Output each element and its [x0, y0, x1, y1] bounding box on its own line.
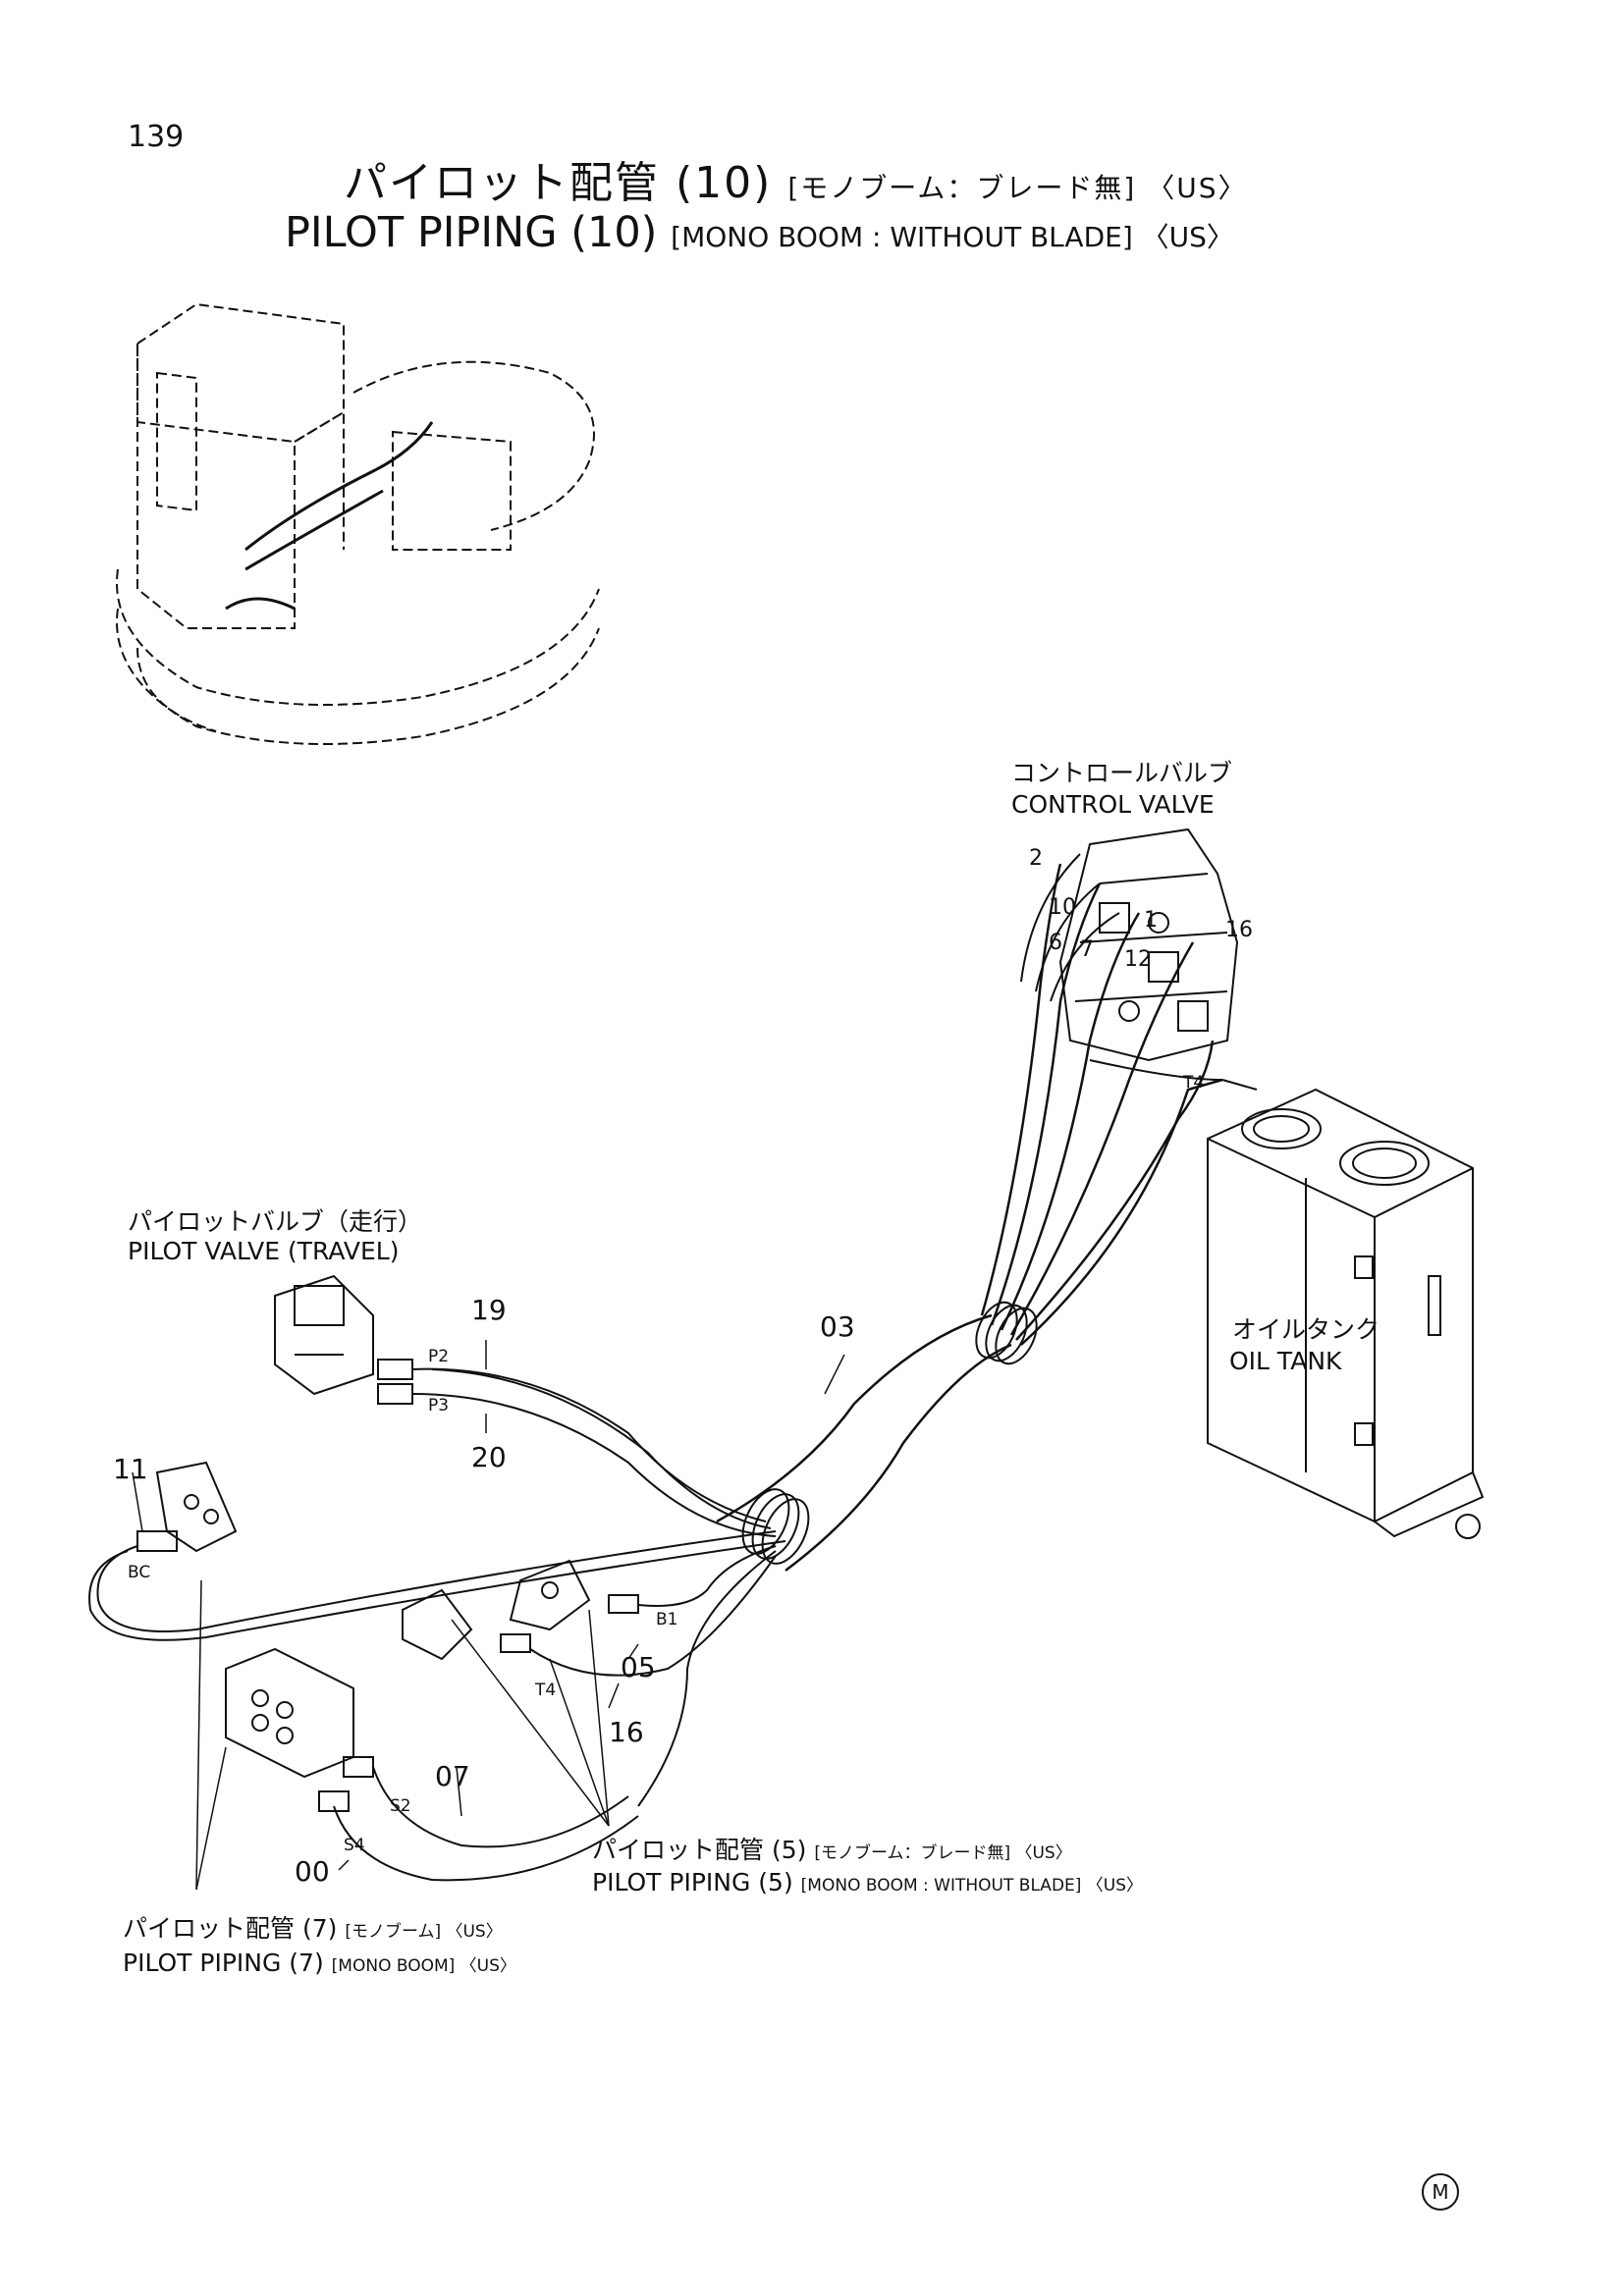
part-number-00: 00 [295, 1855, 330, 1888]
cv-port-7: 7 [1080, 937, 1094, 962]
port-label-p2: P2 [428, 1347, 450, 1366]
cv-port-10: 10 [1049, 895, 1076, 920]
title-jp-suffix: [モノブーム：ブレード無] 〈US〉 [787, 172, 1248, 204]
part-number-07: 07 [435, 1760, 470, 1792]
title-jp-main: パイロット配管 (10) [344, 158, 773, 208]
excavator-overview [116, 302, 600, 745]
part-number-11: 11 [113, 1453, 148, 1485]
bc-hose [88, 1530, 786, 1641]
control-valve-label-jp: コントロールバルブ [1011, 759, 1233, 787]
ref-pilot-piping-5-en: PILOT PIPING (5) [MONO BOOM : WITHOUT BL… [592, 1868, 1143, 1896]
part-number-20: 20 [471, 1441, 507, 1473]
oil-tank-label-jp: オイルタンク [1232, 1315, 1380, 1344]
port-label-s4: S4 [344, 1836, 365, 1855]
part-number-19: 19 [471, 1294, 507, 1326]
travel-hoses [411, 1367, 777, 1537]
page-number: 139 [128, 120, 185, 154]
port-label-s2: S2 [390, 1796, 411, 1816]
cv-port-12: 12 [1124, 947, 1152, 972]
oil-tank-label-en: OIL TANK [1229, 1347, 1342, 1375]
port-label-b1: B1 [656, 1610, 678, 1629]
hose-bundle-03 [716, 863, 1223, 1572]
bundle-clamps [741, 1301, 1038, 1565]
cv-port-2: 2 [1029, 846, 1043, 871]
oil-tank-body [1207, 1088, 1485, 1539]
pilot-valve-label-jp: パイロットバルブ（走行） [128, 1207, 423, 1236]
cv-hoses [1020, 853, 1223, 1081]
port-label-t4-tank: T4 [1183, 1073, 1205, 1093]
m-mark: M [1422, 2173, 1459, 2211]
pilot-valve-label-en: PILOT VALVE (TRAVEL) [128, 1237, 400, 1265]
pilot-valve-travel-body [274, 1274, 413, 1405]
part-number-03: 03 [820, 1310, 855, 1343]
cv-port-1: 1 [1144, 908, 1158, 933]
part-number-16: 16 [609, 1716, 644, 1748]
ref5-en-main: PILOT PIPING (5) [592, 1868, 793, 1896]
lower-valve-block [225, 1647, 374, 1812]
ref7-jp-main: パイロット配管 (7) [123, 1914, 338, 1943]
cv-port-16: 16 [1225, 918, 1253, 942]
ref5-en-suffix: [MONO BOOM : WITHOUT BLADE] 〈US〉 [800, 1876, 1144, 1896]
control-valve-label-en: CONTROL VALVE [1011, 790, 1215, 819]
page-title-jp: パイロット配管 (10) [モノブーム：ブレード無] 〈US〉 [344, 147, 1248, 210]
cv-port-6: 6 [1049, 931, 1062, 955]
title-en-suffix: [MONO BOOM : WITHOUT BLADE] 〈US〉 [671, 221, 1234, 253]
center-valves [402, 1545, 777, 1677]
control-valve-body [1058, 828, 1239, 1062]
ref-pilot-piping-7-en: PILOT PIPING (7) [MONO BOOM] 〈US〉 [123, 1949, 516, 1977]
part-11-bracket [136, 1461, 238, 1553]
port-label-t4-center: T4 [535, 1681, 557, 1700]
ref5-jp-main: パイロット配管 (5) [592, 1836, 807, 1864]
leader-lines [132, 1340, 845, 1891]
ref7-jp-suffix: [モノブーム] 〈US〉 [345, 1922, 503, 1942]
ref5-jp-suffix: [モノブーム：ブレード無] 〈US〉 [814, 1843, 1072, 1863]
ref7-en-main: PILOT PIPING (7) [123, 1949, 324, 1977]
title-en-main: PILOT PIPING (10) [285, 208, 658, 257]
part-number-05: 05 [621, 1651, 656, 1683]
ref7-en-suffix: [MONO BOOM] 〈US〉 [331, 1956, 516, 1976]
ref-pilot-piping-5-jp: パイロット配管 (5) [モノブーム：ブレード無] 〈US〉 [592, 1831, 1072, 1866]
page-title-en: PILOT PIPING (10) [MONO BOOM : WITHOUT B… [285, 208, 1234, 257]
ref-pilot-piping-7-jp: パイロット配管 (7) [モノブーム] 〈US〉 [123, 1909, 503, 1945]
port-label-p3: P3 [428, 1396, 450, 1415]
t4-tank-hose [1221, 1079, 1258, 1091]
s-hoses [333, 1550, 777, 1882]
port-label-bc: BC [128, 1563, 151, 1582]
